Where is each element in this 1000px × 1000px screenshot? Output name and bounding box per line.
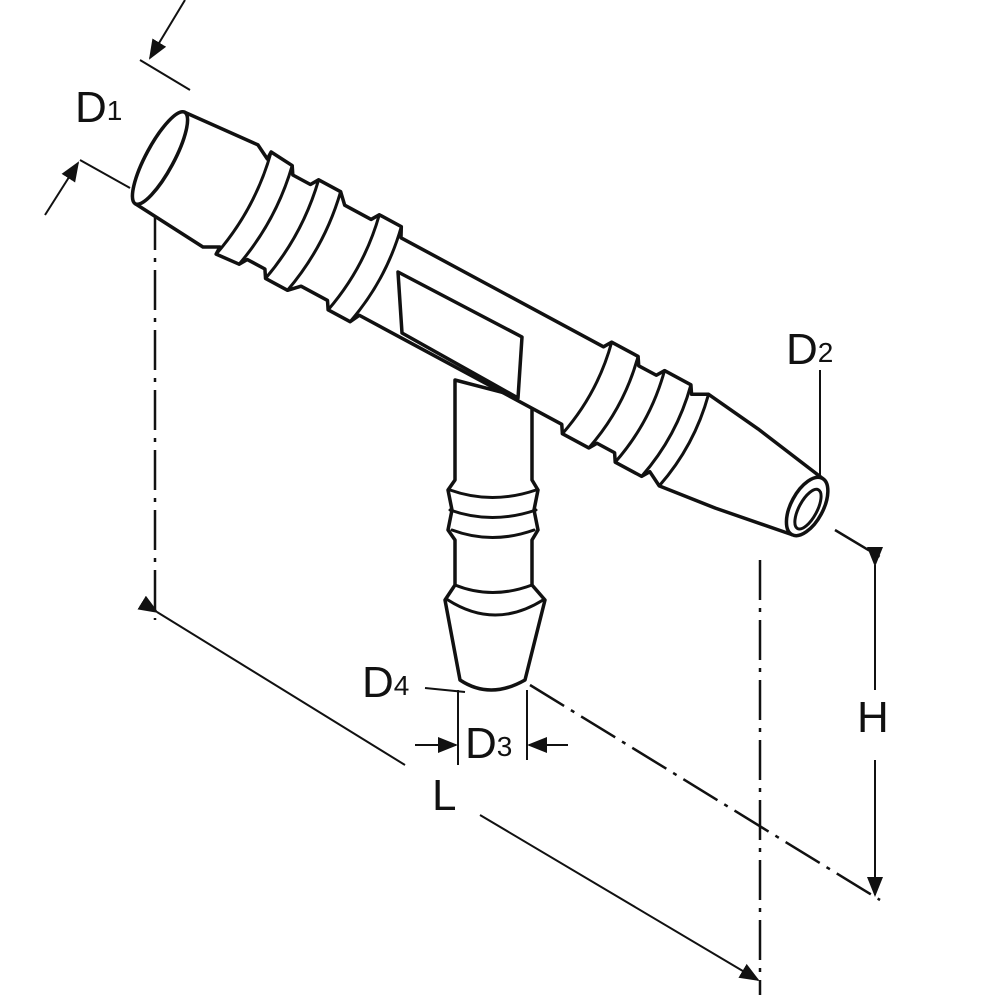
branch-spigot [443,378,547,692]
dimension-lines [44,0,886,995]
label-d2: D2 [786,325,833,374]
label-h: H [857,693,889,742]
label-d1: D1 [75,83,122,132]
label-d4: D4 [362,658,409,707]
label-l: L [432,771,456,820]
label-d3: D3 [465,719,512,768]
tee-flat-tab [396,270,524,400]
